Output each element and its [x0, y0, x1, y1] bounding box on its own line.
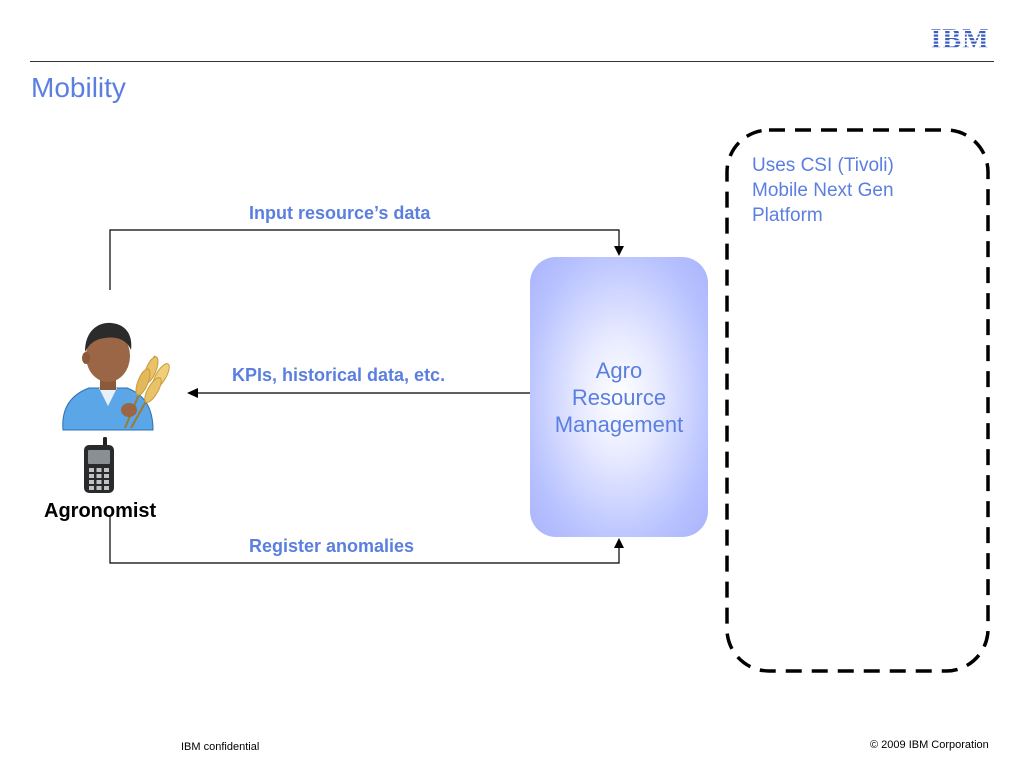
system-line-3: Management [554, 411, 684, 437]
mobile-phone-icon [84, 437, 114, 493]
farmer-with-wheat-icon [62, 322, 170, 431]
agronomist-label: Agronomist [44, 500, 157, 522]
slide-title: Mobility [31, 72, 126, 103]
system-line-2: Resource [571, 384, 667, 410]
header-rule [30, 61, 994, 62]
output-flow-label: KPIs, historical data, etc. [232, 365, 446, 385]
platform-description: Uses CSI (Tivoli) Mobile Next Gen Platfo… [752, 153, 894, 228]
footer-confidential: IBM confidential [181, 741, 260, 753]
input-flow-arrowhead [614, 246, 624, 256]
agro-resource-management-box: Agro Resource Management [530, 257, 708, 537]
register-flow-arrowhead [614, 538, 624, 548]
footer-copyright: © 2009 IBM Corporation [870, 739, 989, 751]
input-flow-label: Input resource’s data [249, 203, 431, 223]
register-flow-label: Register anomalies [249, 536, 415, 556]
platform-line-1: Uses CSI (Tivoli) [752, 155, 894, 176]
register-flow-line [109, 515, 620, 564]
platform-boundary [725, 128, 990, 673]
platform-line-2: Mobile Next Gen [752, 180, 894, 201]
output-flow-arrowhead [187, 388, 198, 398]
system-line-1: Agro [595, 357, 643, 383]
platform-line-3: Platform [752, 205, 823, 226]
ibm-logo: IBM [926, 24, 994, 52]
input-flow-line [109, 229, 620, 290]
